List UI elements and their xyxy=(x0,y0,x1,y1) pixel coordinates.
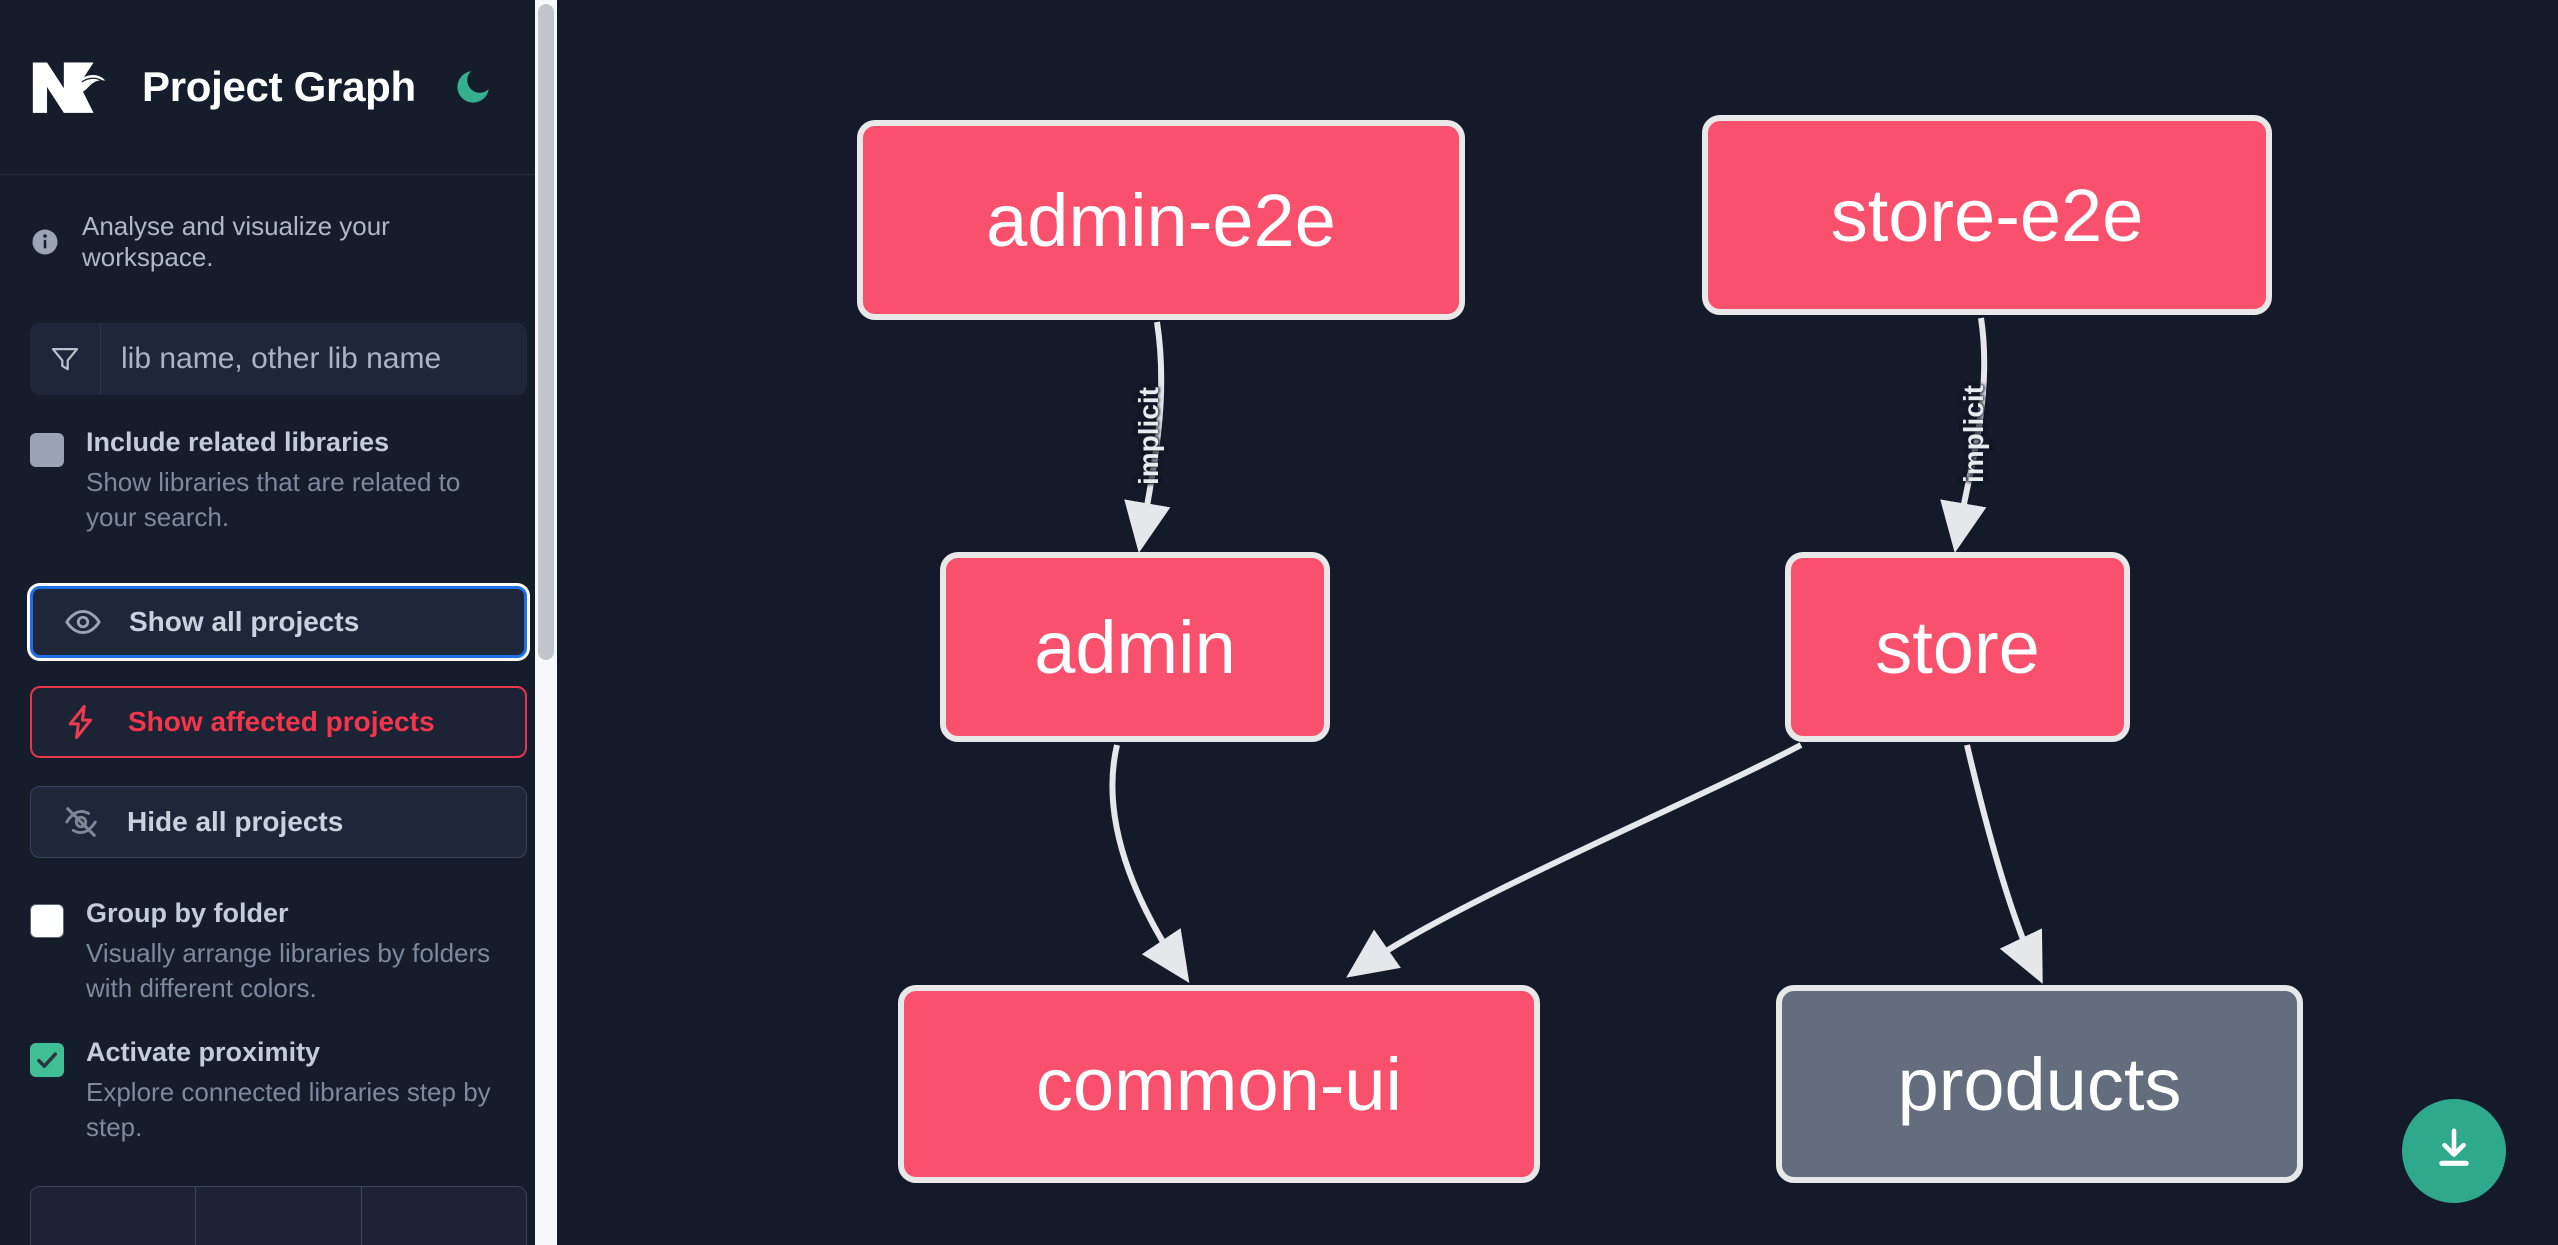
visibility-button-group: Show all projects Show affected projects xyxy=(30,586,527,859)
show-affected-projects-button[interactable]: Show affected projects xyxy=(30,686,527,759)
edge-label-implicit-admin: implicit xyxy=(1133,386,1165,486)
graph-edges xyxy=(1109,317,2043,984)
filter-funnel-icon xyxy=(30,323,101,395)
toggle-group-by-folder[interactable]: Group by folder Visually arrange librari… xyxy=(30,900,527,1005)
show-all-projects-button[interactable]: Show all projects xyxy=(30,586,527,659)
include-related-libraries-checkbox[interactable] xyxy=(30,433,64,467)
edge-store-e2e-to-store xyxy=(1940,317,1988,554)
sidebar: Project Graph Analy xyxy=(0,0,557,1245)
toggle-description: Explore connected libraries step by step… xyxy=(86,1077,491,1142)
segment-3[interactable] xyxy=(361,1187,526,1245)
tagline-text: Analyse and visualize your workspace. xyxy=(82,211,390,272)
graph-node-admin-e2e[interactable]: admin-e2e xyxy=(857,120,1465,320)
graph-node-store[interactable]: store xyxy=(1785,552,2130,742)
toggle-activate-proximity[interactable]: Activate proximity Explore connected lib… xyxy=(30,1039,527,1144)
download-icon xyxy=(2428,1123,2480,1180)
eye-off-icon xyxy=(61,803,101,841)
group-by-folder-checkbox[interactable] xyxy=(30,904,64,939)
graph-node-products[interactable]: products xyxy=(1776,985,2303,1183)
option-title: Include related libraries xyxy=(86,427,390,457)
edge-label-implicit-store: implicit xyxy=(1958,384,1990,484)
sidebar-scrollbar-thumb[interactable] xyxy=(538,4,554,660)
info-icon xyxy=(30,227,60,257)
graph-canvas[interactable]: admin-e2e store-e2e admin store common-u… xyxy=(557,0,2558,1245)
hide-all-projects-label: Hide all projects xyxy=(127,806,344,838)
edge-store-to-common-ui xyxy=(1346,742,1803,978)
segment-2[interactable] xyxy=(196,1187,362,1245)
toggle-title: Group by folder xyxy=(86,898,289,929)
search-input[interactable] xyxy=(101,323,527,395)
hide-all-projects-button[interactable]: Hide all projects xyxy=(30,786,527,859)
edge-admin-to-common-ui xyxy=(1109,744,1190,983)
graph-node-admin[interactable]: admin xyxy=(940,552,1330,742)
option-description: Show libraries that are related to your … xyxy=(86,467,461,532)
toggle-description: Visually arrange libraries by folders wi… xyxy=(86,938,491,1003)
workspace-tagline: Analyse and visualize your workspace. xyxy=(30,211,527,273)
sidebar-scrollbar[interactable] xyxy=(535,0,557,1245)
show-all-projects-label: Show all projects xyxy=(129,606,360,638)
eye-icon xyxy=(63,603,103,641)
lightning-bolt-icon xyxy=(62,703,102,741)
edge-admin-e2e-to-admin xyxy=(1124,321,1171,554)
graph-node-store-e2e[interactable]: store-e2e xyxy=(1702,115,2272,315)
nx-logo-icon xyxy=(30,56,108,118)
search-row xyxy=(30,323,527,395)
segment-1[interactable] xyxy=(31,1187,197,1245)
download-graph-button[interactable] xyxy=(2402,1099,2506,1203)
activate-proximity-checkbox[interactable] xyxy=(30,1043,64,1078)
show-affected-projects-label: Show affected projects xyxy=(128,706,435,738)
moon-icon[interactable] xyxy=(450,64,496,110)
sidebar-header: Project Graph xyxy=(0,0,557,175)
page-title: Project Graph xyxy=(142,63,416,110)
graph-node-common-ui[interactable]: common-ui xyxy=(898,985,1540,1183)
segmented-button-group[interactable] xyxy=(30,1186,527,1245)
edge-store-to-products xyxy=(1964,744,2043,984)
option-include-related-libraries[interactable]: Include related libraries Show libraries… xyxy=(30,429,527,534)
toggle-title: Activate proximity xyxy=(86,1037,321,1068)
